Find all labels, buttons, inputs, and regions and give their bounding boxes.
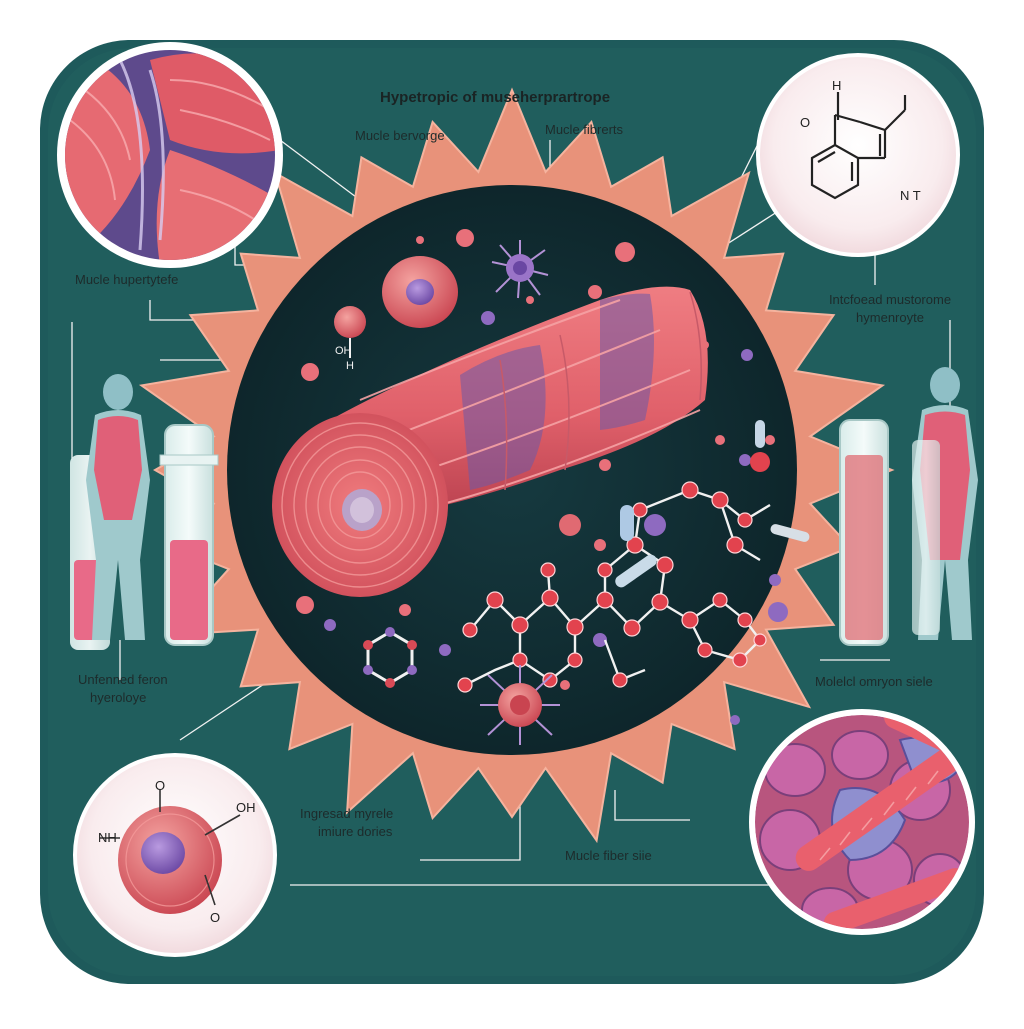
label-untrained-line2: hyeroloye [90,690,147,705]
chem-bottom-oh: OH [236,800,256,815]
spiky-cell-top [491,240,549,299]
small-bulb [334,306,366,358]
zoom-bubble-bottom-left [73,753,277,957]
ring-molecule [363,627,417,688]
label-untrained-line1: Unfenned feron [78,672,168,687]
label-increased-line2: hymenroyte [856,310,924,325]
zoom-bubble-top-right [756,53,960,257]
chem-top-o: O [800,115,811,130]
muscle-fiber [272,286,708,597]
left-figure-and-tubes [70,374,219,650]
chem-bottom-o1: O [155,778,166,793]
right-figure-and-tubes [839,367,978,646]
chem-bottom-nh: NH [98,830,117,845]
label-muscle-beverge: Mucle bervorge [355,128,445,143]
chem-bottom-o2: O [210,910,221,925]
chem-top-h: H [832,78,842,93]
zoom-bubble-bottom-right [749,709,975,935]
label-ingressed-line2: imiure dories [318,824,393,839]
zoom-bubble-top-left [57,42,283,268]
label-molecular: Molelcl omryon siele [815,674,933,689]
pink-cell [382,256,458,328]
chem-small-oh: OH [335,345,352,357]
label-ingressed-line1: Ingresad myrele [300,806,394,821]
label-increased-line1: Intcfoead mustorome [828,292,952,307]
capsules [615,420,810,588]
diagram-title: Hypetropic of museherprartrope [380,89,611,106]
label-muscle-hypertrophy: Mucle hupertytefe [75,272,179,287]
label-muscle-fibrerts: Mucle fibrerts [545,122,624,137]
molecule-lattice [457,452,788,693]
label-fiber-size: Mucle fiber siie [565,848,652,863]
chem-top-nt: N T [900,188,921,203]
spiky-cell-bottom [480,665,560,745]
chem-small-h: H [346,360,354,372]
